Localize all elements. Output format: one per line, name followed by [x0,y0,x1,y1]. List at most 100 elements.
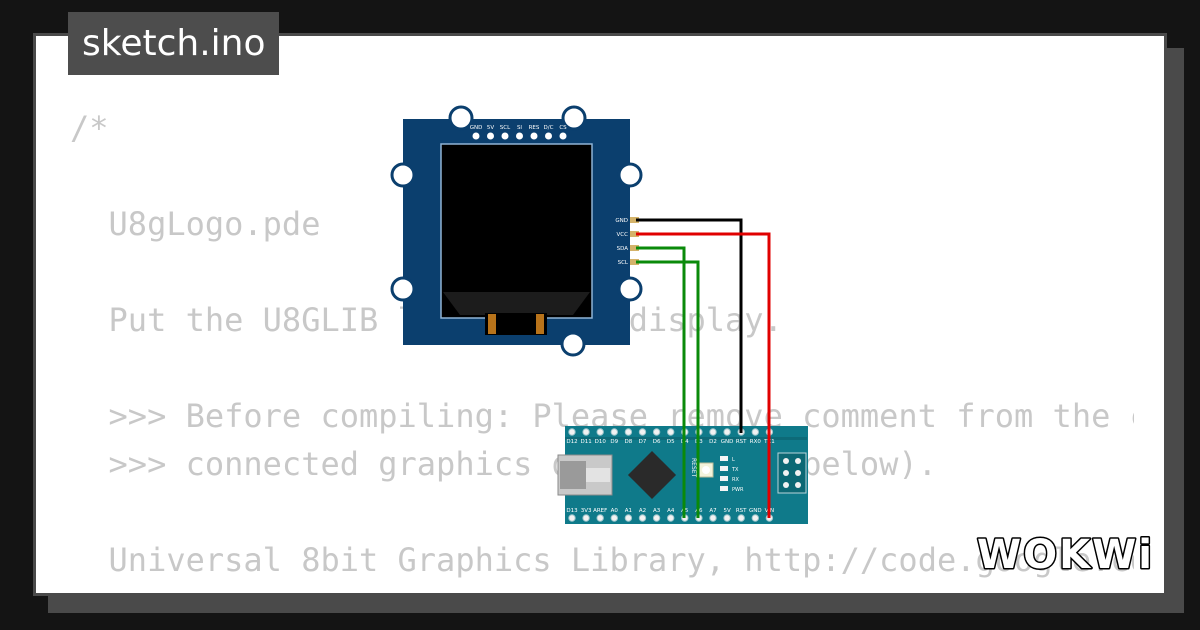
nano-pin-label: A2 [639,508,646,514]
nano-pin-label: D10 [595,439,607,445]
usb-port-tongue [586,468,610,482]
nano-pin[interactable] [624,514,633,522]
pin-header[interactable] [501,132,509,140]
pin-header[interactable] [630,259,639,265]
mount-hole [560,331,586,357]
microcontroller-chip [627,450,677,500]
pin-label: SDA [617,246,629,252]
mount-hole [617,162,643,188]
pin-header[interactable] [487,132,494,140]
nano-pin[interactable] [667,514,675,522]
nano-pin-label: 5V [723,508,730,514]
ribbon-contact [488,314,496,334]
nano-pin-label: A7 [709,508,717,514]
nano-pin-label: RST [736,439,747,445]
code-line: U8gLogo.pde [70,205,321,243]
nano-pin-label: D12 [566,439,577,445]
led-label: TX [731,467,739,473]
nano-pin-label: D7 [639,439,647,445]
led-label: PWR [732,487,744,493]
mount-hole [390,162,416,188]
file-tab[interactable]: sketch.ino [68,12,280,75]
nano-pin[interactable] [568,514,576,522]
nano-pin[interactable] [596,514,604,522]
nano-pin[interactable] [723,428,731,436]
pin-label: CS [559,125,567,131]
pin-header[interactable] [530,132,538,140]
pin-header[interactable] [559,132,567,140]
mount-hole [561,105,587,131]
nano-pin[interactable] [652,514,661,522]
nano-pin-label: D2 [709,439,717,445]
nano-pin[interactable] [652,428,661,436]
led-label: L [732,457,735,463]
pin-label: VCC [617,232,629,238]
nano-pin-label: A4 [667,508,675,514]
nano-pin[interactable] [709,514,717,522]
pin-label: GND [615,218,628,224]
nano-pin[interactable] [709,428,717,436]
nano-pin-label: A3 [653,508,661,514]
code-line: Universal 8bit Graphics Library, http://… [70,541,1134,579]
nano-pin[interactable] [568,428,576,436]
ribbon-cable [485,313,547,335]
nano-pin[interactable] [582,514,590,522]
wokwi-logo-text: WOKWi [977,532,1154,578]
pin-header[interactable] [630,245,639,251]
wokwi-logo-fill: WOKWi [977,532,1154,578]
nano-pin[interactable] [610,514,618,522]
reset-button-cap [702,466,710,474]
nano-pin-label: 3V3 [581,508,592,514]
pin-header[interactable] [545,132,552,140]
nano-pin-label: D6 [653,439,661,445]
pin-header[interactable] [472,132,480,140]
nano-pin[interactable] [596,428,604,436]
nano-pin-label: D5 [667,439,675,445]
icsp-pin [783,470,789,476]
wire-sda[interactable] [636,246,686,518]
wires [636,218,771,518]
nano-pin[interactable] [751,428,759,436]
nano-pin[interactable] [667,428,675,436]
icsp-pin [783,482,789,488]
wire-gnd[interactable] [636,218,743,433]
oled-screen [440,143,593,319]
nano-pin[interactable] [610,428,618,436]
usb-port-inner [560,461,586,489]
nano-pin-label: AREF [593,508,607,514]
status-led [720,476,728,481]
mount-hole [448,105,474,131]
nano-pin-label: A1 [625,508,632,514]
status-led [720,466,728,471]
led-label: RX [732,477,739,483]
icsp-pin [783,458,789,464]
pin-header[interactable] [516,132,523,140]
screen-ribbon [443,292,590,315]
icsp-pin [795,482,801,488]
pin-header[interactable] [630,231,639,237]
nano-pin-label: D9 [610,439,618,445]
nano-pin[interactable] [723,514,731,522]
nano-pin-label: A0 [611,508,619,514]
wire-scl[interactable] [636,260,700,518]
nano-pin[interactable] [638,428,647,436]
nano-pin[interactable] [751,514,759,522]
nano-pin[interactable] [638,514,647,522]
pin-label: SI [517,125,522,131]
wire-vcc[interactable] [636,232,771,518]
status-led [720,486,728,491]
nano-pin[interactable] [624,428,633,436]
pin-label: GND [470,125,483,131]
nano-pin-label: GND [721,439,734,445]
nano-pin-label: RST [736,508,747,514]
nano-pin[interactable] [737,514,745,522]
nano-pin-label: D8 [625,439,633,445]
code-line: /* [70,109,109,147]
pin-header[interactable] [630,217,639,223]
pin-label: SCL [618,260,629,266]
nano-pin[interactable] [582,428,590,436]
nano-pin-label: D11 [580,439,591,445]
code-line: >>> Before compiling: Please remove comm… [70,397,1134,435]
